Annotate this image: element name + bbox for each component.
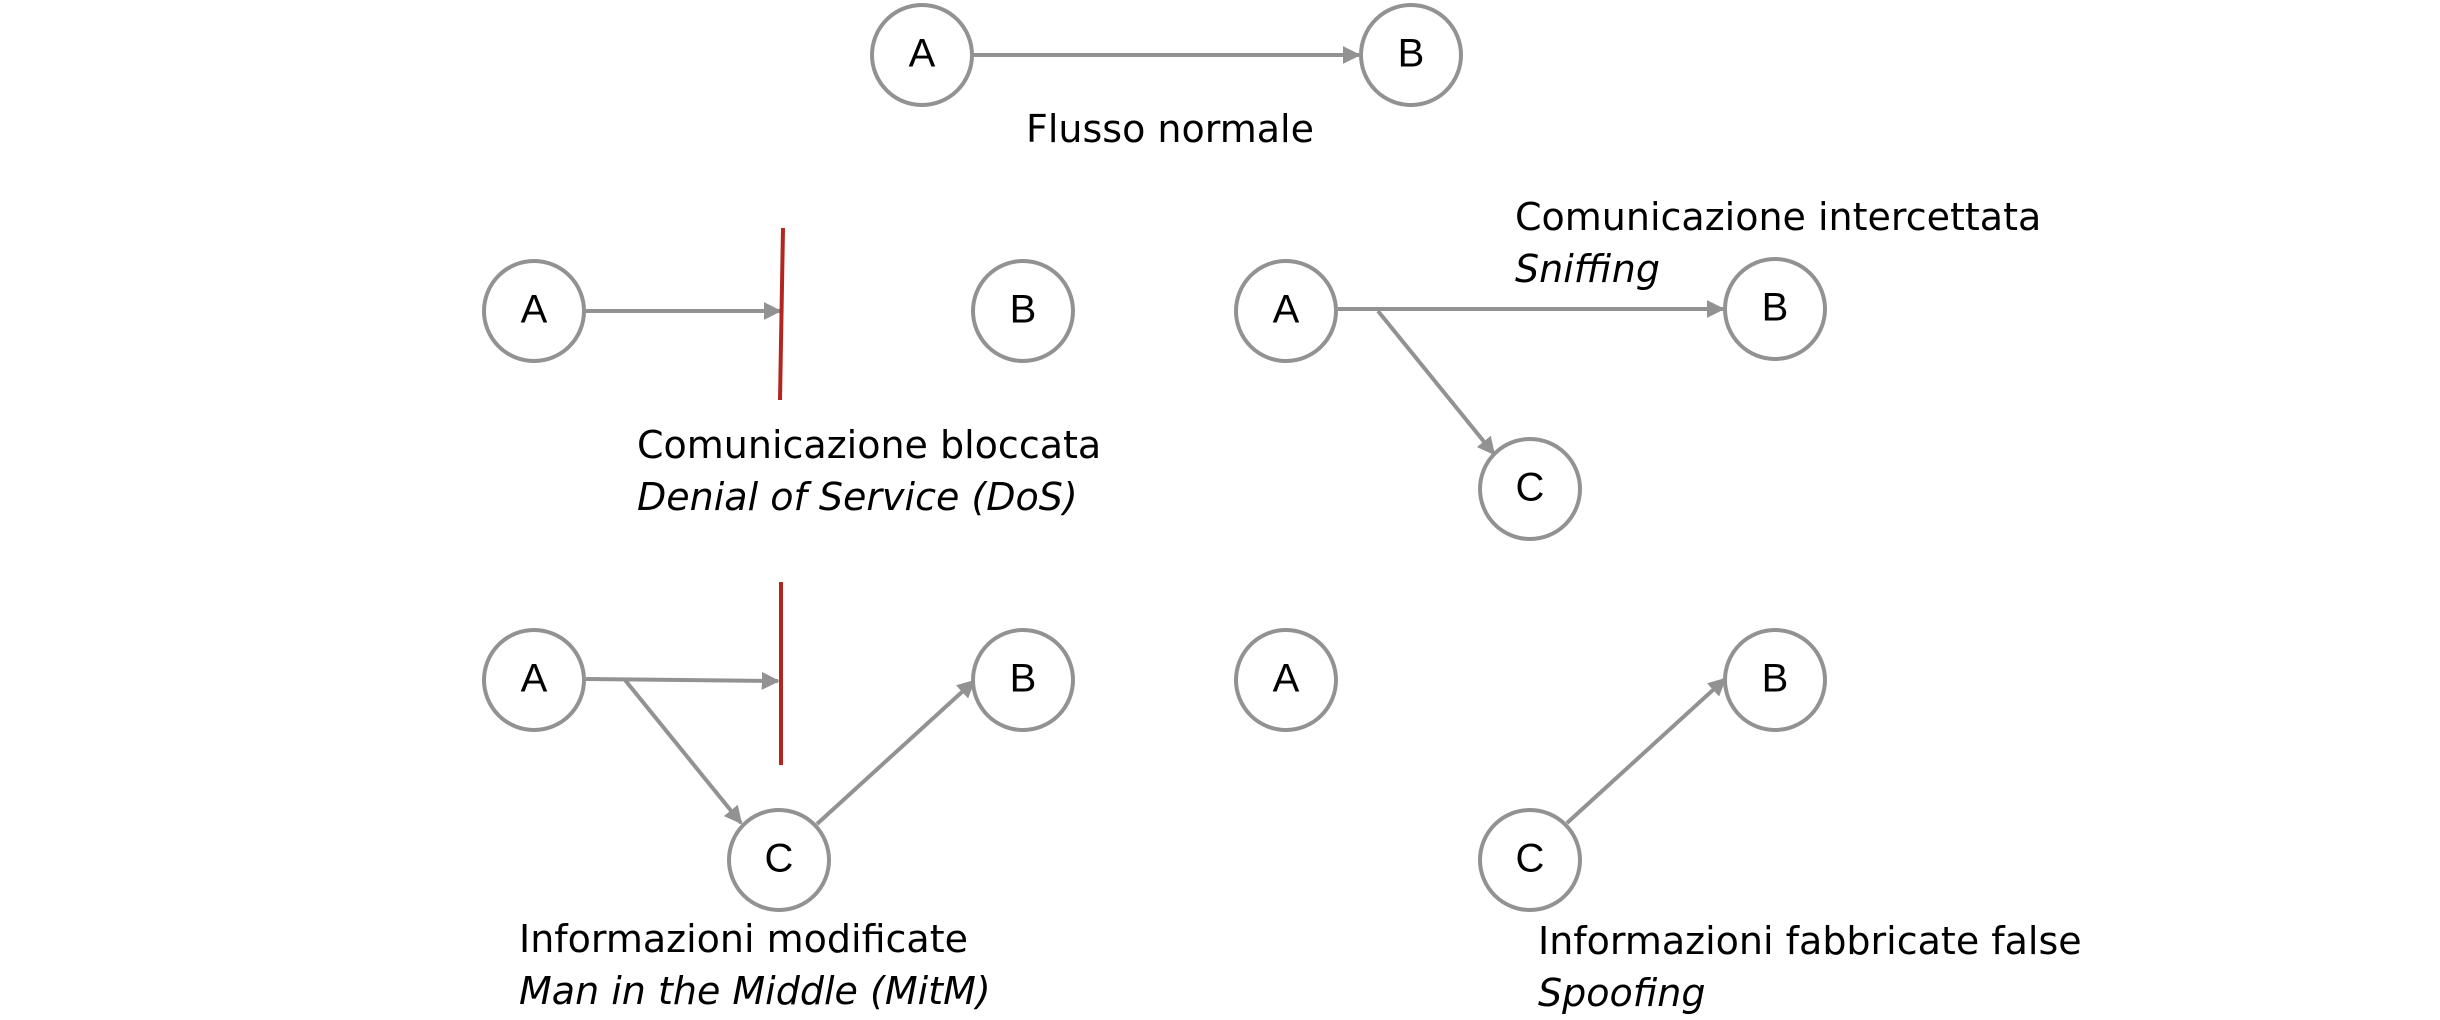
node-b-label: B (1762, 657, 1789, 701)
node-c-label: C (765, 837, 794, 881)
node-c: C (727, 808, 831, 912)
node-a: A (482, 259, 586, 363)
node-a-circle (482, 259, 586, 363)
edge-a-to-barrier (585, 671, 780, 690)
node-b-label: B (1762, 286, 1789, 330)
node-a: A (482, 628, 586, 732)
node-a-label: A (1273, 657, 1300, 701)
node-b-circle (1723, 628, 1827, 732)
scenario-dos: A B Comunicazione bloccata Denial of Ser… (482, 227, 1101, 519)
node-a: A (870, 3, 974, 107)
node-a-label: A (521, 288, 548, 332)
node-c: C (1478, 437, 1582, 541)
caption-spoofing-title: Informazioni fabbricate false (1538, 919, 2082, 963)
node-a: A (1234, 628, 1338, 732)
node-a-label: A (1273, 288, 1300, 332)
node-a-circle (482, 628, 586, 732)
node-b-label: B (1010, 288, 1037, 332)
caption-dos-subtitle: Denial of Service (DoS) (637, 475, 1078, 519)
node-c-label: C (1516, 466, 1545, 510)
caption-sniffing-subtitle: Sniffing (1515, 247, 1660, 291)
node-b-circle (971, 628, 1075, 732)
node-a-circle (1234, 259, 1338, 363)
edge-c-to-b (815, 679, 976, 826)
scenario-spoofing: A B C Informazioni fabbricate false Spoo… (1234, 628, 2082, 1015)
node-a-label: A (909, 32, 936, 76)
node-c-circle (727, 808, 831, 912)
caption-spoofing-subtitle: Spoofing (1538, 971, 1706, 1015)
node-c-circle (1478, 808, 1582, 912)
caption-sniffing-title: Comunicazione intercettata (1515, 195, 2041, 239)
caption-dos-title: Comunicazione bloccata (637, 423, 1101, 467)
scenario-sniffing: A B C Comunicazione intercettata Sniffin… (1234, 195, 2041, 541)
node-b-label: B (1010, 657, 1037, 701)
scenario-mitm: A B C Informazioni modificate Man in the… (482, 582, 1075, 1013)
edge-a-to-c (623, 678, 743, 825)
node-a: A (1234, 259, 1338, 363)
edge-a-to-c (1376, 309, 1496, 456)
node-a-circle (870, 3, 974, 107)
node-b: B (971, 628, 1075, 732)
node-b: B (1723, 628, 1827, 732)
edge-c-to-b (1565, 677, 1727, 825)
scenario-normal: A B Flusso normale (870, 3, 1463, 151)
node-a-circle (1234, 628, 1338, 732)
node-b-circle (1723, 257, 1827, 361)
node-c-label: C (1516, 837, 1545, 881)
node-c-circle (1478, 437, 1582, 541)
node-c: C (1478, 808, 1582, 912)
caption-normal-title: Flusso normale (1026, 107, 1314, 151)
blocked-barrier (778, 227, 785, 401)
node-b-circle (971, 259, 1075, 363)
node-b: B (1359, 3, 1463, 107)
caption-mitm-title: Informazioni modificate (519, 917, 968, 961)
node-a-label: A (521, 657, 548, 701)
caption-mitm-subtitle: Man in the Middle (MitM) (519, 969, 991, 1013)
node-b-label: B (1398, 32, 1425, 76)
node-b: B (1723, 257, 1827, 361)
node-b: B (971, 259, 1075, 363)
node-b-circle (1359, 3, 1463, 107)
